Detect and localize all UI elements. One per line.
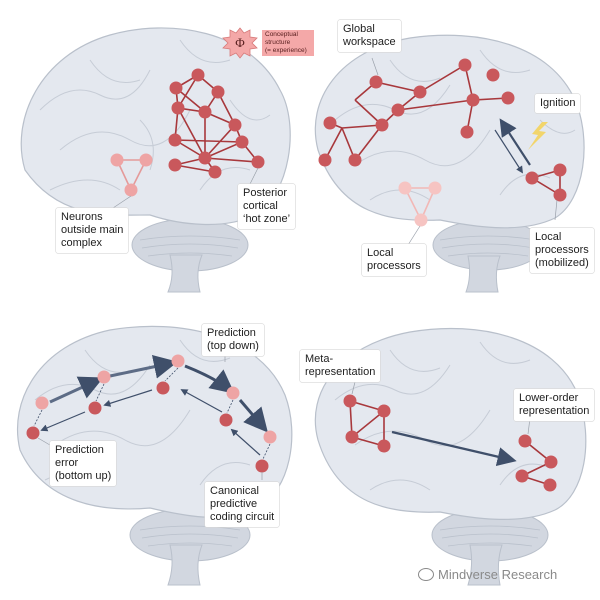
meta-representation-nodes <box>343 394 391 453</box>
watermark-text: Mindverse Research <box>438 567 558 582</box>
higher-order-arrow <box>391 430 517 467</box>
prediction-error-label: Prediction error (bottom up) <box>50 441 117 486</box>
ignition-label: Ignition <box>535 94 581 113</box>
prediction-arrows <box>49 354 268 433</box>
phi-caption: Conceptual structure (= experience) <box>262 30 314 56</box>
local-processors <box>398 181 442 227</box>
panel-iit: Φ <box>20 27 291 293</box>
prediction-nodes <box>26 354 277 473</box>
lower-order-label: Lower-order representation <box>514 389 595 421</box>
mobilized-processors-label: Local processors (mobilized) <box>530 228 594 273</box>
hot-zone-nodes <box>168 68 265 179</box>
brain-illustration <box>20 27 291 293</box>
hot-zone-network <box>174 74 259 173</box>
outside-complex-nodes <box>110 153 153 197</box>
phi-symbol: Φ <box>235 35 245 50</box>
ignition-arrows <box>494 118 548 174</box>
global-workspace-label: Global workspace <box>338 20 401 52</box>
local-processors-label: Local processors <box>362 244 426 276</box>
watermark: Mindverse Research <box>418 567 557 582</box>
phi-star-icon: Φ <box>222 27 258 59</box>
posterior-hot-zone-label: Posterior cortical ‘hot zone’ <box>238 184 296 229</box>
panel-hot <box>314 327 587 586</box>
prediction-top-down-label: Prediction (top down) <box>202 324 264 356</box>
canonical-circuit-label: Canonical predictive coding circuit <box>205 482 280 527</box>
lower-order-nodes <box>515 434 558 492</box>
workspace-nodes <box>318 58 515 167</box>
outside-complex-label: Neurons outside main complex <box>56 208 129 253</box>
meta-representation-label: Meta- representation <box>300 350 381 382</box>
error-arrows <box>40 389 261 456</box>
ignition-bolt-icon <box>528 122 548 150</box>
mobilized-processors <box>525 163 567 202</box>
wechat-icon <box>418 568 434 581</box>
panel-gwt <box>314 34 585 293</box>
